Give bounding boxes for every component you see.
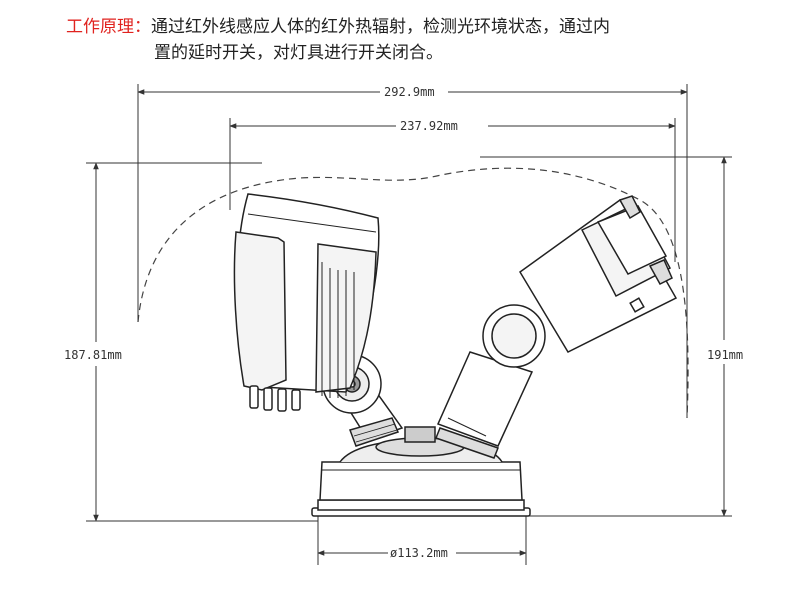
working-principle-line2: 置的延时开关，对灯具进行开关闭合。 bbox=[154, 43, 443, 63]
inner-width-label: 237.92mm bbox=[400, 119, 458, 133]
working-principle-text: 工作原理：通过红外线感应人体的红外热辐射，检测光环境状态，通过内 置的延时开关，… bbox=[66, 14, 746, 66]
right-arm bbox=[435, 304, 546, 459]
base-diameter-dimension bbox=[317, 512, 527, 565]
working-principle-line1: 通过红外线感应人体的红外热辐射，检测光环境状态，通过内 bbox=[151, 17, 610, 37]
pir-sensor-head bbox=[519, 195, 678, 353]
left-height-label: 187.81mm bbox=[64, 348, 122, 362]
left-lamp-head bbox=[233, 193, 380, 412]
right-height-label: 191mm bbox=[707, 348, 743, 362]
detection-range-arc bbox=[137, 167, 689, 419]
base-diameter-label: ø113.2mm bbox=[390, 546, 448, 560]
overall-width-dimension bbox=[137, 84, 688, 418]
working-principle-label: 工作原理： bbox=[66, 17, 151, 37]
right-height-dimension bbox=[480, 156, 732, 517]
inner-width-dimension bbox=[229, 118, 676, 262]
overall-width-label: 292.9mm bbox=[384, 85, 435, 99]
left-height-dimension bbox=[86, 162, 318, 522]
